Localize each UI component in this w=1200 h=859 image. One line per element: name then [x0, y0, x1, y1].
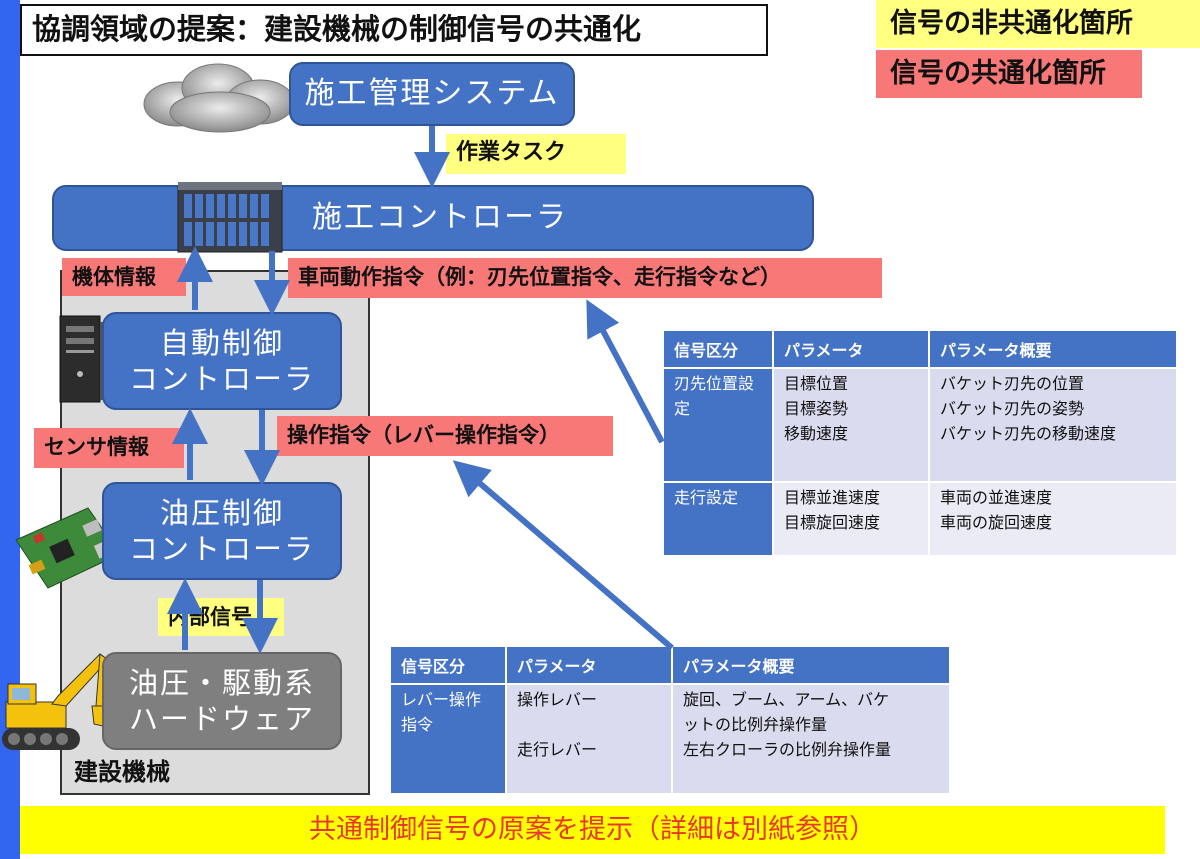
work-task-label: 作業タスク: [446, 134, 626, 174]
vehicle-command-table: 信号区分 パラメータ パラメータ概要 刃先位置設定 目標位置目標姿勢移動速度 バ…: [662, 329, 1178, 557]
table1-header-parameter: パラメータ: [774, 331, 928, 367]
vehicle-command-label: 車両動作指令（例：刃先位置指令、走行指令など）: [288, 258, 882, 298]
construction-management-system-node: 施工管理システム: [289, 62, 575, 126]
left-accent-bar: [0, 0, 20, 859]
server-rack-icon: [177, 182, 283, 253]
table2-parameter-cell: 操作レバー走行レバー: [507, 685, 671, 793]
table1-header-description: パラメータ概要: [930, 331, 1176, 367]
table1-parameter-cell: 目標位置目標姿勢移動速度: [774, 369, 928, 481]
arrow-table2-pointer: [452, 460, 674, 651]
table2-header-category: 信号区分: [391, 647, 505, 683]
table2-category-cell: レバー操作指令: [391, 685, 505, 793]
table1-category-cell: 走行設定: [664, 483, 772, 555]
excavator-icon: [2, 653, 115, 750]
cloud-icon: [143, 63, 295, 133]
table2-description-cell: 旋回、ブーム、アーム、バケットの比例弁操作量左右クローラの比例弁操作量: [673, 685, 949, 793]
operation-command-label: 操作指令（レバー操作指令）: [277, 416, 613, 456]
hydraulic-control-controller-node: 油圧制御コントローラ: [102, 482, 342, 580]
table-row: レバー操作指令 操作レバー走行レバー 旋回、ブーム、アーム、バケットの比例弁操作…: [391, 685, 949, 793]
table1-parameter-cell: 目標並進速度目標旋回速度: [774, 483, 928, 555]
sensor-info-label: センサ情報: [34, 428, 184, 468]
page-title: 協調領域の提案：建設機械の制御信号の共通化: [20, 4, 768, 56]
table2-header-parameter: パラメータ: [507, 647, 671, 683]
construction-machine-label: 建設機械: [74, 758, 170, 786]
table-row: 走行設定 目標並進速度目標旋回速度 車両の並進速度車両の旋回速度: [664, 483, 1176, 555]
hydraulic-drive-hardware-node: 油圧・駆動系ハードウェア: [102, 652, 342, 750]
table1-header-category: 信号区分: [664, 331, 772, 367]
auto-control-controller-node: 自動制御コントローラ: [102, 312, 342, 410]
table-row: 刃先位置設定 目標位置目標姿勢移動速度 バケット刃先の位置バケット刃先の姿勢バケ…: [664, 369, 1176, 481]
operation-command-table: 信号区分 パラメータ パラメータ概要 レバー操作指令 操作レバー走行レバー 旋回…: [389, 645, 951, 795]
footer-banner: 共通制御信号の原案を提示（詳細は別紙参照）: [20, 806, 1165, 854]
legend-common: 信号の共通化箇所: [876, 50, 1142, 98]
table2-header-description: パラメータ概要: [673, 647, 949, 683]
legend-non-common: 信号の非共通化箇所: [876, 0, 1200, 48]
table1-category-cell: 刃先位置設定: [664, 369, 772, 481]
machine-info-label: 機体情報: [62, 258, 186, 296]
arrow-table1-pointer: [586, 299, 665, 444]
table1-description-cell: 車両の並進速度車両の旋回速度: [930, 483, 1176, 555]
table1-description-cell: バケット刃先の位置バケット刃先の姿勢バケット刃先の移動速度: [930, 369, 1176, 481]
